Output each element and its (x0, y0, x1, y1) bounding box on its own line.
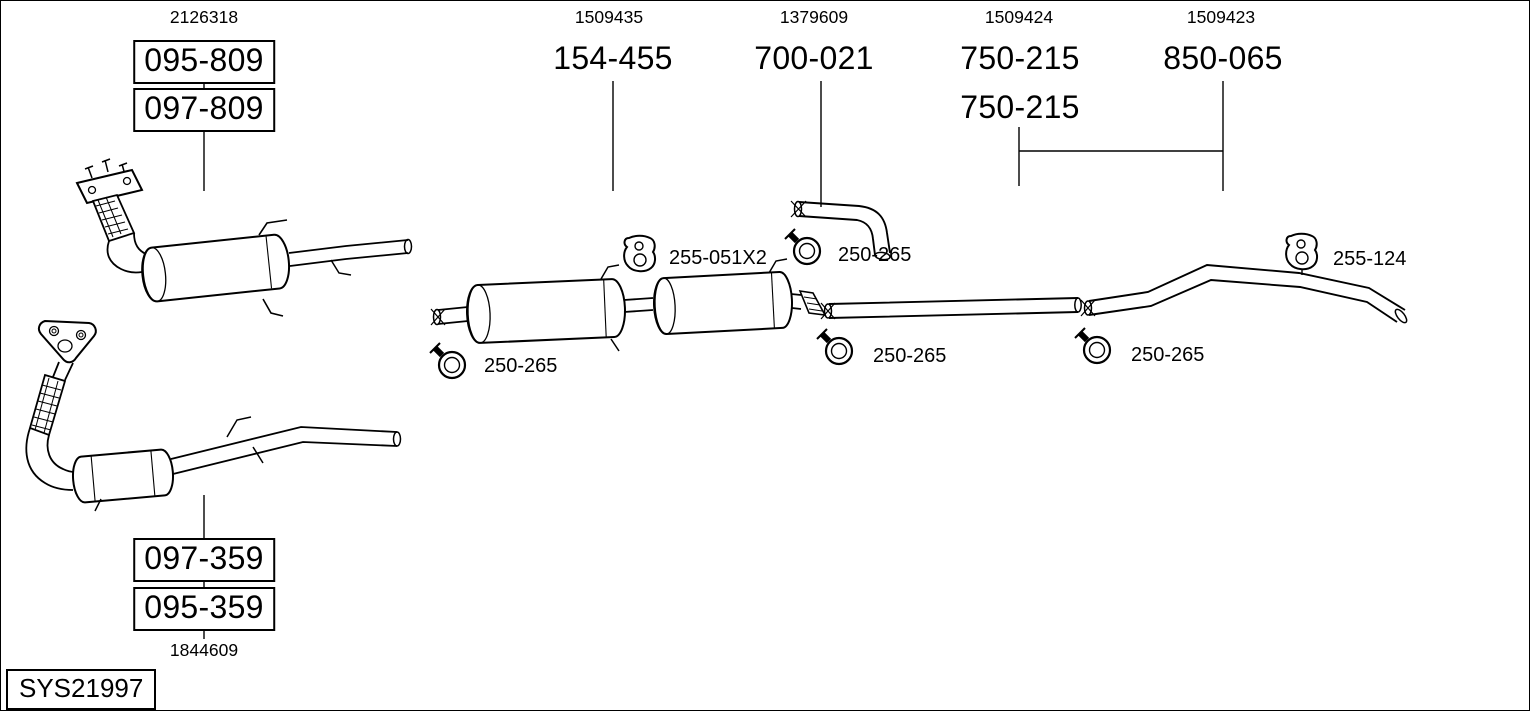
ref-label-1509423: 1509423 (1186, 7, 1256, 27)
front-assembly-drawing (75, 158, 413, 317)
ref-label-1379609: 1379609 (779, 7, 849, 27)
center-pipe-drawing (820, 297, 1082, 320)
pipe-clamp-icon (785, 229, 820, 264)
rubber-hanger-icon (1285, 232, 1319, 271)
pipe-clamp-icon (1075, 328, 1110, 363)
part-label-750-215-lower: 750-215 (960, 89, 1080, 125)
clamp-label-250-265-center: 250-265 (873, 345, 947, 367)
ref-label-1509435: 1509435 (574, 7, 644, 27)
ref-label-1844609: 1844609 (169, 640, 239, 660)
part-label-097-809: 097-809 (133, 88, 275, 132)
tail-pipe-drawing (1080, 264, 1408, 324)
part-label-850-065: 850-065 (1163, 40, 1283, 76)
rubber-hanger-icon (623, 234, 657, 273)
part-label-095-359: 095-359 (133, 587, 275, 631)
ref-label-2126318: 2126318 (169, 7, 239, 27)
pipe-clamp-icon (430, 343, 465, 378)
part-label-095-809: 095-809 (133, 40, 275, 84)
clamp-label-250-265-rear: 250-265 (1131, 344, 1205, 366)
clamp-label-250-265-front: 250-265 (484, 355, 558, 377)
part-label-750-215-upper: 750-215 (960, 40, 1080, 76)
pipe-700-021-drawing (790, 200, 891, 261)
ref-label-1509424: 1509424 (984, 7, 1054, 27)
hanger-label-255-051X2: 255-051X2 (669, 247, 767, 269)
pipe-clamp-icon (817, 329, 852, 364)
center-mufflers-drawing (430, 258, 827, 352)
part-label-154-455: 154-455 (553, 40, 673, 76)
part-label-700-021: 700-021 (754, 40, 874, 76)
system-code-badge: SYS21997 (6, 669, 157, 710)
hanger-label-255-124: 255-124 (1333, 248, 1407, 270)
front-pipe-catalyst-drawing (25, 319, 402, 512)
leader-lines (203, 81, 1224, 639)
clamp-label-250-265-at-700-021: 250-265 (838, 244, 912, 266)
part-label-097-359: 097-359 (133, 538, 275, 582)
